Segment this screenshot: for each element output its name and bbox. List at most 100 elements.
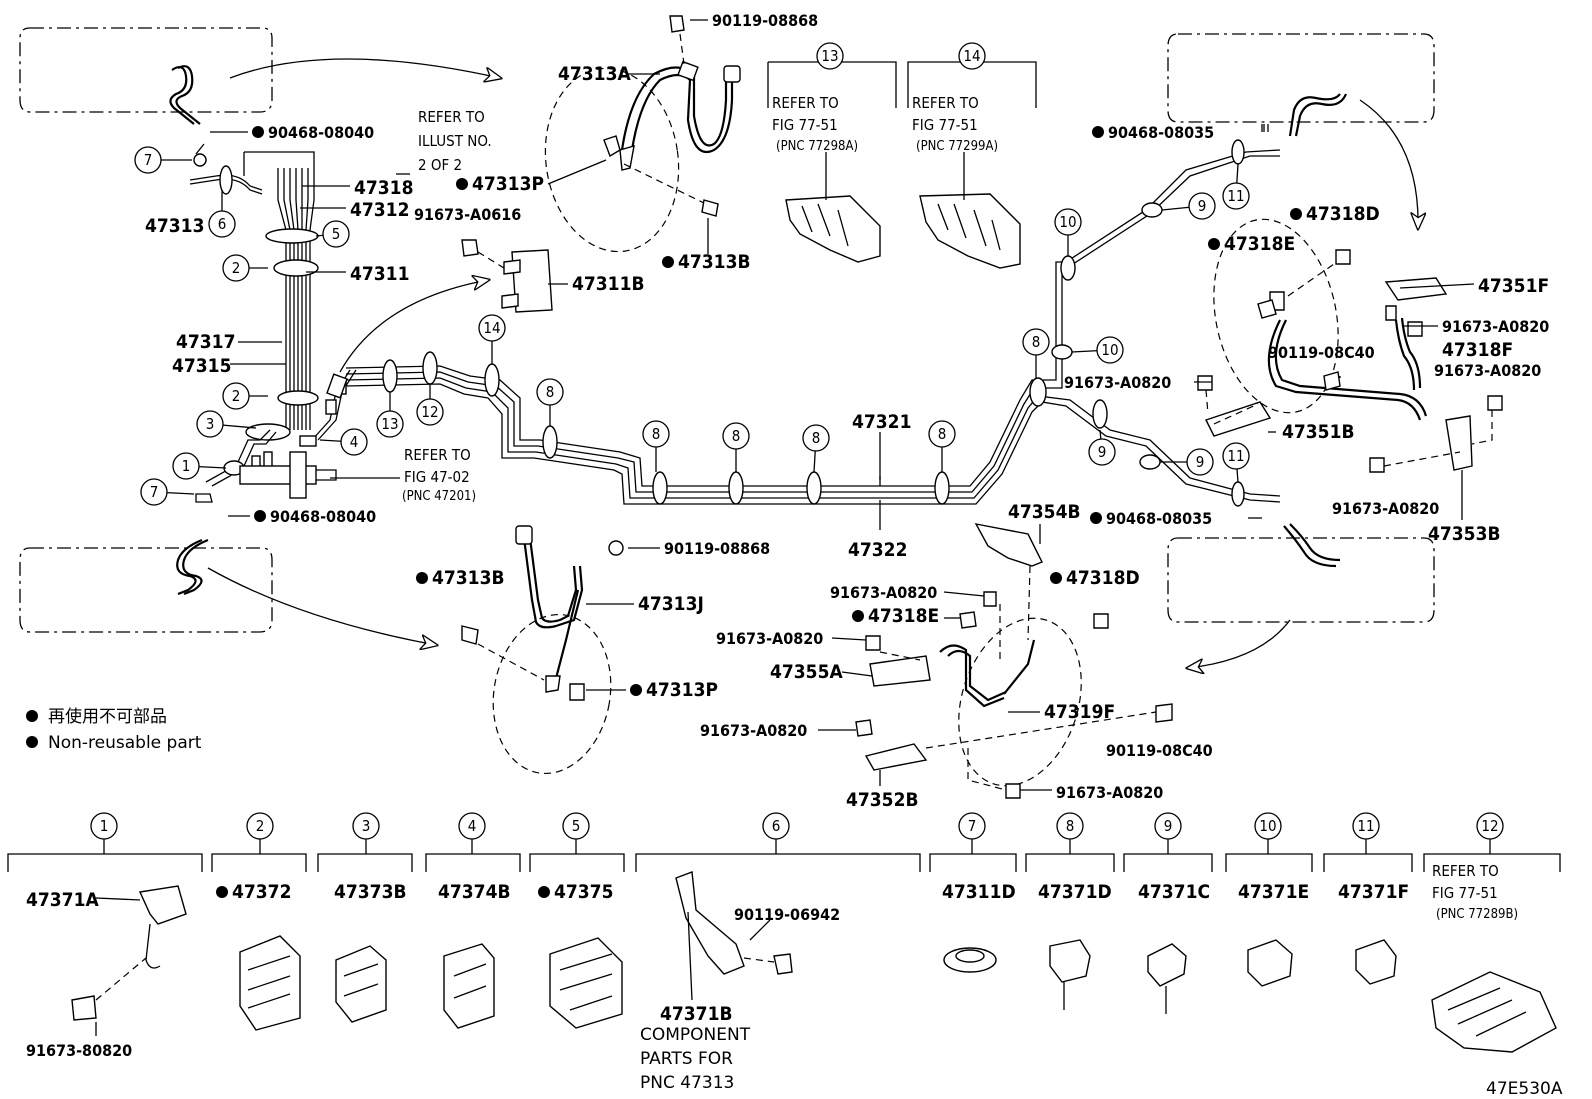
callout-circle: [1222, 182, 1250, 210]
callout-circle: [1088, 438, 1116, 466]
part-label: 47311B: [572, 273, 645, 295]
clamp-group-number: 4: [468, 817, 477, 835]
legend: 再使用不可部品 Non-reusable part: [26, 706, 202, 753]
clamp-group-circle: [1056, 812, 1084, 840]
part-label: 47313P: [472, 173, 544, 195]
refer-note: ILLUST NO.: [418, 132, 492, 150]
callout-number: 6: [218, 215, 227, 233]
clamp-group-circle: [1154, 812, 1182, 840]
refer-note: (PNC 77289B): [1436, 907, 1518, 922]
non-reusable-dot: [456, 178, 468, 190]
non-reusable-dot: [630, 684, 642, 696]
callout-number: 11: [1227, 187, 1244, 205]
callout-number: 13: [381, 415, 398, 433]
callout-circle: [416, 398, 444, 426]
tube-bundle-left: [189, 143, 357, 503]
clamp-part-label: 47372: [232, 881, 291, 903]
non-reusable-dot: [416, 572, 428, 584]
clamp-group-number: 12: [1481, 817, 1498, 835]
part-label: 47322: [848, 539, 907, 561]
refer-note: REFER TO: [912, 94, 979, 112]
clamp-group-brackets: [7, 838, 1561, 872]
part-label: 47354B: [1008, 501, 1081, 523]
callout-number: 13: [821, 47, 838, 65]
illustration-code: 47E530A: [1486, 1079, 1563, 1099]
callout-circle: [322, 220, 350, 248]
callout-number: 3: [206, 415, 215, 433]
refer-note: FIG 77-51: [912, 116, 978, 134]
non-reusable-dot: [852, 610, 864, 622]
clamp-group-circle: [562, 812, 590, 840]
callout-number: 8: [546, 383, 555, 401]
part-label: 90468-08035: [1108, 123, 1214, 142]
part-labels: 90119-08868 47313A 90468-08040 47318 473…: [145, 11, 1549, 811]
legend-dot: [26, 710, 38, 722]
part-label: 47351B: [1282, 421, 1355, 443]
clamp-part-label: 47375: [554, 881, 613, 903]
refer-note: FIG 47-02: [404, 468, 470, 486]
part-label: 47318: [354, 177, 413, 199]
part-label: 47353B: [1428, 523, 1501, 545]
callout-circle: [208, 210, 236, 238]
refer-note: FIG 77-51: [1432, 884, 1498, 902]
clamp-part-label: 47311D: [942, 881, 1016, 903]
clamp-group-number: 9: [1164, 817, 1173, 835]
part-label: 90468-08040: [268, 123, 374, 142]
refer-note: REFER TO: [1432, 862, 1499, 880]
callout-number: 11: [1227, 447, 1244, 465]
callout-circle: [722, 422, 750, 450]
callout-circle: [376, 410, 404, 438]
callout-circle: [1222, 442, 1250, 470]
callout-number: 14: [483, 319, 500, 337]
refer-note: REFER TO: [404, 446, 471, 464]
clamp-part-label: 47371D: [1038, 881, 1112, 903]
legend-dot: [26, 736, 38, 748]
callout-number: 12: [421, 403, 438, 421]
part-label: 91673-A0820: [1332, 499, 1439, 518]
part-label: 91673-A0820: [716, 629, 823, 648]
hose-rear-right: [855, 523, 1173, 799]
clamp-group-number: 8: [1066, 817, 1075, 835]
callout-circle: [478, 314, 506, 342]
clamp-group-number: 11: [1357, 817, 1374, 835]
part-label: 90119-08868: [664, 539, 770, 558]
part-label: 47311: [350, 263, 409, 285]
clamp-ref-13: [785, 195, 881, 263]
callout-circle: [928, 420, 956, 448]
clamp-group-number: 5: [572, 817, 581, 835]
component-note: PNC 47313: [640, 1073, 734, 1093]
callout-circle: [1054, 208, 1082, 236]
part-label: 91673-A0820: [830, 583, 937, 602]
refer-note: REFER TO: [772, 94, 839, 112]
callout-number: 1: [182, 457, 191, 475]
callout-circle: [134, 146, 162, 174]
callout-number: 8: [652, 425, 661, 443]
clamp-group-circle: [1254, 812, 1282, 840]
part-label: 47355A: [770, 661, 843, 683]
part-label: 90119-08C40: [1106, 741, 1213, 760]
part-label: 90119-06942: [734, 905, 840, 924]
clamp-group-circle: [352, 812, 380, 840]
part-label: 47313B: [432, 567, 505, 589]
bottom-labels: 47371A 47372 47373B 47374B 47375 47371B …: [26, 881, 1563, 1099]
vehicle-inset-rear-right: [1167, 523, 1435, 668]
vehicle-inset-front-left: [19, 27, 500, 125]
part-label: 47313P: [646, 679, 718, 701]
callout-circle: [222, 254, 250, 282]
callout-circle: [802, 424, 830, 452]
part-label: 47313J: [638, 593, 704, 615]
hose-front-right: [1197, 124, 1503, 473]
callout-number: 14: [963, 47, 980, 65]
refer-note: FIG 77-51: [772, 116, 838, 134]
callout-number: 10: [1059, 213, 1076, 231]
clamp-group-number: 7: [968, 817, 977, 835]
refer-notes: REFER TO ILLUST NO. 2 OF 2 REFER TO FIG …: [402, 94, 1518, 922]
callout-number: 2: [232, 259, 241, 277]
part-label: 47318E: [1224, 233, 1295, 255]
part-label: 91673-A0820: [700, 721, 807, 740]
part-label: 91673-80820: [26, 1041, 132, 1060]
callout-number: 9: [1098, 443, 1107, 461]
part-label: 47313: [145, 215, 204, 237]
